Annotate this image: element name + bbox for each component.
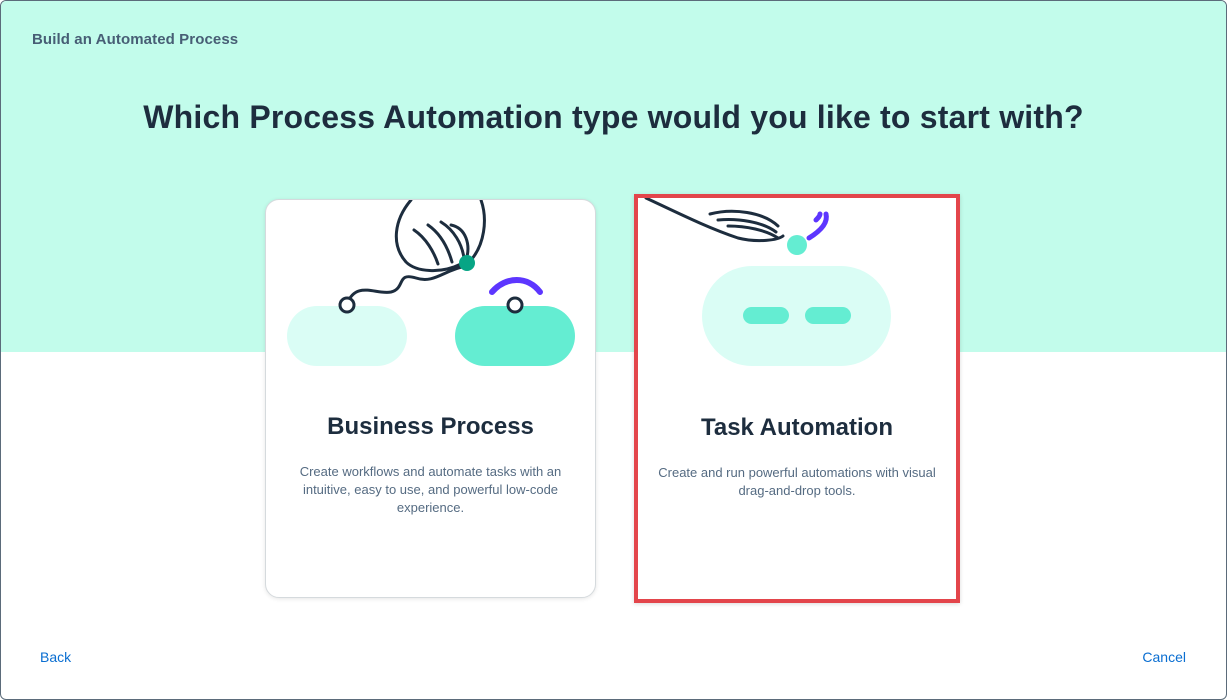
business-process-card[interactable]: Business Process Create workflows and au…: [265, 199, 596, 598]
page-question: Which Process Automation type would you …: [143, 99, 1084, 135]
card-description: Create workflows and automate tasks with…: [299, 464, 562, 515]
cancel-button[interactable]: Cancel: [1142, 649, 1186, 665]
bot-eye-right: [805, 307, 851, 324]
plug-end: [338, 296, 356, 314]
dialog-title: Build an Automated Process: [32, 31, 239, 48]
drop-dot: [787, 235, 807, 255]
back-button[interactable]: Back: [40, 649, 72, 665]
task-automation-illustration: [644, 198, 891, 366]
signal-waves-icon: [489, 277, 543, 295]
card-title: Business Process: [327, 413, 534, 440]
hero-background: [1, 1, 1226, 352]
business-process-illustration: [287, 200, 575, 366]
hand-with-wire-illustration: [394, 200, 486, 272]
bot-body-shape: [702, 266, 891, 366]
signal-waves-icon: [806, 211, 829, 241]
card-title: Task Automation: [700, 414, 893, 441]
wire-line: [345, 264, 468, 306]
card-description: Create and run powerful automations with…: [658, 465, 936, 498]
signal-waves-small-icon: [813, 211, 823, 223]
connector-dot: [459, 255, 475, 271]
idle-node-shape: [287, 306, 407, 366]
socket-end: [506, 296, 524, 314]
hand-dropping-illustration: [644, 198, 785, 243]
bot-eye-left: [743, 307, 789, 324]
task-automation-card[interactable]: Task Automation Create and run powerful …: [634, 194, 960, 603]
active-node-shape: [455, 306, 575, 366]
